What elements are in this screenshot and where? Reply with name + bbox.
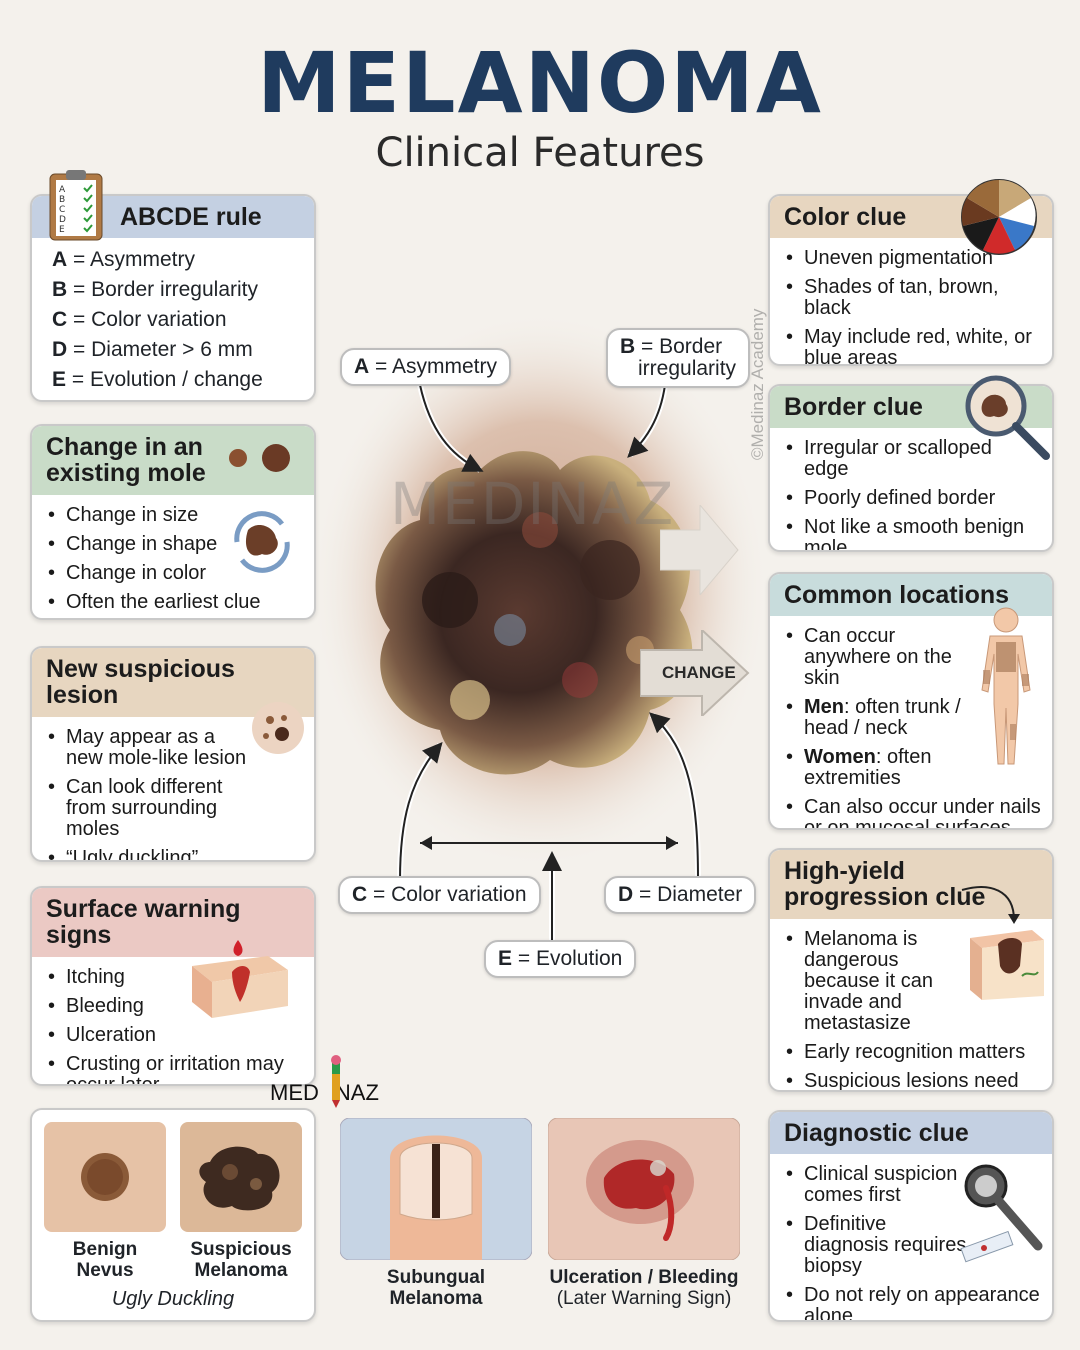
list-item: Poorly defined border <box>784 488 1038 510</box>
abcde-rule: B = Border irregularity <box>52 278 259 302</box>
svg-text:E: E <box>59 225 65 235</box>
new-lesion-title: New suspicious lesion <box>32 648 314 717</box>
list-item: Change in shape <box>46 533 300 555</box>
svg-text:C: C <box>59 205 65 215</box>
change-label: CHANGE <box>662 663 736 682</box>
list-item: Often the earliest clue <box>46 591 300 613</box>
callout-color: C = Color variation <box>338 876 541 915</box>
list-item: Melanoma is dangerous because it can inv… <box>784 928 958 1034</box>
list-item: Crusting or irritation may occur later <box>46 1053 300 1084</box>
page-subtitle: Clinical Features <box>375 130 705 176</box>
surface-card: Surface warning signs Itching Bleeding U… <box>30 886 316 1086</box>
list-item: Not like a smooth benign mole <box>784 517 1038 550</box>
list-item: Early recognition matters <box>784 1041 1038 1063</box>
abcde-rule: D = Diameter > 6 mm <box>52 338 253 362</box>
list-item: May appear as a new mole-like lesion <box>46 726 254 769</box>
callout-diameter: D = Diameter <box>604 876 757 915</box>
abcde-card: ABCDE rule A = Asymmetry B = Border irre… <box>30 194 316 402</box>
center-watermark: MEDINAZ <box>390 470 676 538</box>
abcde-rule: E = Evolution / change <box>52 368 263 392</box>
list-item: Itching <box>46 966 300 988</box>
human-body-icon <box>981 607 1031 765</box>
dermatoscope-icon <box>960 1164 1043 1263</box>
svg-text:A: A <box>59 185 66 195</box>
list-item: May include red, white, or blue areas <box>784 327 1038 364</box>
change-arrow-upper <box>660 505 739 595</box>
list-item: Definitive diagnosis requires biopsy <box>784 1214 972 1277</box>
svg-text:B: B <box>59 195 65 205</box>
list-item: Men: often trunk / head / neck <box>784 697 972 739</box>
callout-asymmetry: A = Asymmetry <box>340 348 511 387</box>
mole-change-icon <box>229 444 290 472</box>
locations-card: Common locations Can occur anywhere on t… <box>768 572 1054 830</box>
skin-ulcer-icon <box>192 940 288 1018</box>
list-item: Ulceration <box>46 1024 300 1046</box>
color-wheel-icon <box>961 179 1037 255</box>
pencil-logo-icon <box>331 1055 341 1108</box>
suspicious-melanoma-image <box>180 1122 302 1232</box>
list-item: Can also occur under nails or on mucosal… <box>784 797 1052 828</box>
skin-layers-icon <box>970 930 1044 1000</box>
callout-evolution: E = Evolution <box>484 940 637 979</box>
clipboard-icon: ABCDE <box>49 170 103 241</box>
callout-border: B = Border irregularity <box>606 328 751 389</box>
page-title: MELANOMA <box>257 34 823 132</box>
benign-nevus-image <box>44 1122 166 1232</box>
abcde-rule: A = Asymmetry <box>52 248 195 272</box>
list-item: Suspicious lesions need prompt evaluatio… <box>784 1070 1038 1090</box>
progression-arrow <box>961 886 1020 924</box>
new-mole-icon <box>252 702 304 754</box>
list-item: Change in color <box>46 562 300 584</box>
list-item: Shades of tan, brown, black <box>784 277 1038 319</box>
ulceration-bleeding-image <box>548 1118 740 1260</box>
list-item: Bleeding <box>46 995 300 1017</box>
list-item: Do not rely on appearance alone <box>784 1285 1052 1320</box>
surface-title: Surface warning signs <box>32 888 314 957</box>
magnifier-icon <box>965 375 1050 460</box>
list-item: Irregular or scalloped edge <box>784 438 1038 480</box>
list-item: Uneven pigmentation <box>784 248 1038 270</box>
border-clue-card: Border clue Irregular or scalloped edge … <box>768 384 1054 552</box>
list-item: Clinical suspicion comes first <box>784 1164 972 1206</box>
list-item: “Ugly duckling” concept is important <box>46 847 254 860</box>
subungual-melanoma-image <box>340 1118 532 1260</box>
melanoma-lesion-illustration <box>310 310 770 870</box>
color-clue-card: Color clue Uneven pigmentation Shades of… <box>768 194 1054 366</box>
diagnostic-title: Diagnostic clue <box>770 1112 1052 1155</box>
change-arrow <box>640 630 750 716</box>
list-item: Change in size <box>46 504 300 526</box>
new-lesion-card: New suspicious lesion May appear as a ne… <box>30 646 316 862</box>
ugly-duckling-caption: Ugly Duckling <box>111 1288 235 1310</box>
ulceration-label: Ulceration / Bleeding(Later Warning Sign… <box>549 1267 739 1309</box>
list-item: Can occur anywhere on the skin <box>784 626 972 689</box>
abcde-rule: C = Color variation <box>52 308 227 332</box>
diagnostic-card: Diagnostic clue Clinical suspicion comes… <box>768 1110 1054 1322</box>
list-item: Can look different from surrounding mole… <box>46 776 254 840</box>
cycle-icon <box>234 511 290 573</box>
svg-text:D: D <box>59 215 66 225</box>
list-item: Women: often extremities <box>784 747 972 789</box>
